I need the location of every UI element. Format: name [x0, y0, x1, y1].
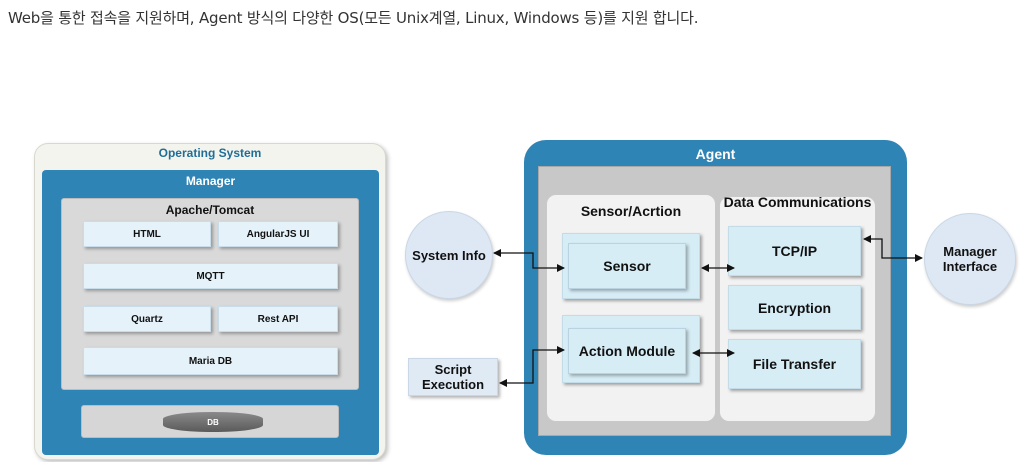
- manager-title: Manager: [185, 174, 236, 188]
- manager-interface-node: Manager Interface: [924, 213, 1016, 305]
- sensor-action-panel: [546, 194, 716, 422]
- sensor-action-title: Sensor/Acrtion: [580, 203, 682, 219]
- html-box: HTML: [83, 221, 211, 247]
- encryption-box: Encryption: [728, 285, 861, 330]
- agent-title: Agent: [695, 146, 736, 162]
- maria-db-box: Maria DB: [83, 347, 338, 375]
- sensor-box: Sensor: [568, 243, 686, 289]
- angularjs-ui-box: AngularJS UI: [218, 221, 338, 247]
- operating-system-title: Operating System: [158, 146, 262, 160]
- db-cylinder-icon: DB: [163, 412, 263, 432]
- data-communications-title: Data Communications: [723, 194, 872, 210]
- tcp-manager-arrow: [863, 235, 923, 262]
- sysinfo-sensor-arrow: [493, 249, 565, 272]
- action-module-box: Action Module: [568, 328, 686, 374]
- rest-api-box: Rest API: [218, 306, 338, 332]
- quartz-box: Quartz: [83, 306, 211, 332]
- mqtt-box: MQTT: [83, 263, 338, 289]
- script-action-arrow: [499, 346, 565, 387]
- file-transfer-box: File Transfer: [728, 339, 861, 389]
- intro-text: Web을 통한 접속을 지원하며, Agent 방식의 다양한 OS(모든 Un…: [8, 9, 699, 27]
- script-execution-node: Script Execution: [408, 358, 498, 396]
- tcp-ip-box: TCP/IP: [728, 226, 861, 276]
- apache-tomcat-title: Apache/Tomcat: [165, 203, 255, 217]
- system-info-node: System Info: [405, 211, 493, 299]
